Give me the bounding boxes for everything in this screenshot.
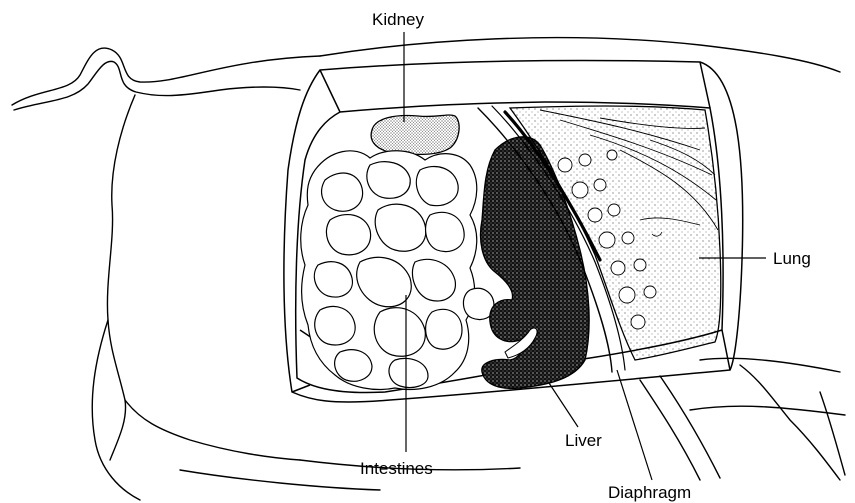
lung-label: Lung: [773, 250, 811, 267]
tail-outline: [12, 48, 320, 105]
diaphragm-leader: [617, 370, 652, 480]
liver-leader: [549, 383, 578, 427]
diaphragm-label: Diaphragm: [608, 484, 691, 501]
liver-label: Liver: [565, 432, 602, 449]
rear-leg-outline: [107, 95, 135, 460]
kidney-shape: [371, 115, 459, 154]
back-outline: [320, 38, 840, 72]
intestines-shape: [301, 151, 494, 390]
kidney-label: Kidney: [372, 11, 424, 28]
intestines-label: Intestines: [360, 460, 433, 477]
